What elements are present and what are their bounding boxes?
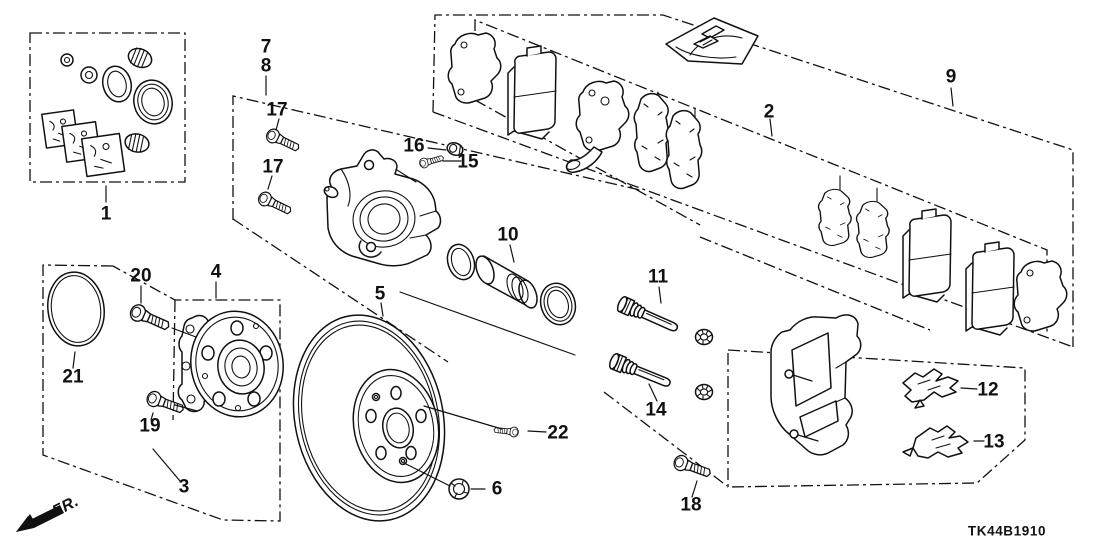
caliper-seal-kit-drawing xyxy=(41,47,173,178)
callout-14[interactable]: 14 xyxy=(645,399,667,421)
callout-17b[interactable]: 17 xyxy=(262,156,284,178)
flange-bolt-17b xyxy=(255,189,295,219)
callout-1[interactable]: 1 xyxy=(100,203,112,225)
callout-15[interactable]: 15 xyxy=(457,151,479,173)
rotor-screw-22 xyxy=(493,424,520,438)
callout-19[interactable]: 19 xyxy=(139,415,161,437)
callout-10[interactable]: 10 xyxy=(497,224,519,246)
callout-12[interactable]: 12 xyxy=(977,379,999,401)
callout-18[interactable]: 18 xyxy=(680,494,702,516)
callout-22[interactable]: 22 xyxy=(547,422,569,444)
piston-seal-ring xyxy=(446,243,476,281)
pin-bushing-14 xyxy=(694,383,714,401)
hub-bearing-drawing xyxy=(177,310,284,418)
callout-8[interactable]: 8 xyxy=(260,55,272,77)
piston-boot xyxy=(539,282,577,326)
box-bracket-kit xyxy=(603,236,1026,488)
callout-9[interactable]: 9 xyxy=(945,66,957,88)
caliper-bracket-drawing xyxy=(770,314,862,456)
callout-5[interactable]: 5 xyxy=(374,283,386,305)
box-seal-kit xyxy=(29,32,186,183)
pad-set-drawing xyxy=(447,17,1068,336)
callout-7[interactable]: 7 xyxy=(260,36,272,58)
o-ring-drawing xyxy=(47,271,105,347)
callout-4[interactable]: 4 xyxy=(210,261,222,283)
caliper-body-drawing xyxy=(323,149,442,267)
callout-21[interactable]: 21 xyxy=(62,366,84,388)
callout-20[interactable]: 20 xyxy=(130,265,152,287)
flange-bolt-17a xyxy=(263,126,303,156)
leader-lines xyxy=(72,75,985,498)
pin-bushing-11 xyxy=(694,328,714,346)
callout-13[interactable]: 13 xyxy=(983,431,1005,453)
pad-retainer-clip-13 xyxy=(902,425,969,459)
fr-direction-arrow xyxy=(16,505,64,532)
callout-17a[interactable]: 17 xyxy=(266,99,288,121)
bracket-bolt-18 xyxy=(671,452,714,482)
grease-packet xyxy=(665,17,759,65)
slide-pin-14 xyxy=(607,351,674,392)
bleeder-screw-16 xyxy=(446,141,464,157)
callout-3[interactable]: 3 xyxy=(178,476,190,498)
pad-retainer-clip-12 xyxy=(902,368,959,409)
flange-screw-6 xyxy=(448,478,470,500)
box-hub-kit xyxy=(42,264,281,522)
hub-bolt-20 xyxy=(127,301,173,335)
diagram-code: TK44B1910 xyxy=(967,523,1047,539)
slide-pin-11 xyxy=(614,294,681,337)
callout-11[interactable]: 11 xyxy=(647,266,669,288)
caliper-piston xyxy=(475,255,538,309)
callout-16[interactable]: 16 xyxy=(403,135,425,157)
callout-2[interactable]: 2 xyxy=(763,101,775,123)
callout-6[interactable]: 6 xyxy=(491,478,503,500)
brake-rotor-drawing xyxy=(292,314,446,522)
box-caliper-sub-assembly xyxy=(232,95,641,363)
